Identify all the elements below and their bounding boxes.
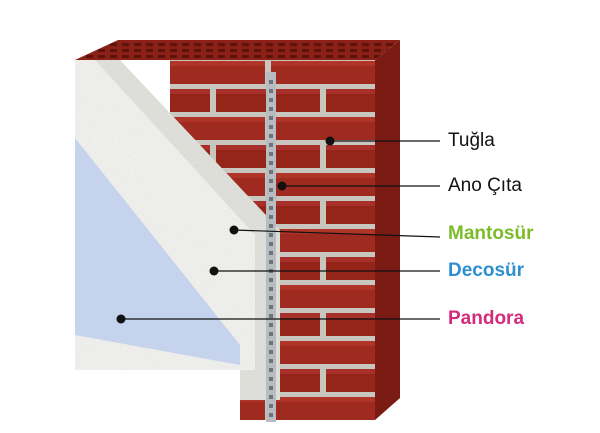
profile-hole	[269, 179, 273, 183]
profile-hole	[269, 287, 273, 291]
ano-cita-profile	[266, 72, 276, 422]
profile-hole	[269, 161, 273, 165]
profile-hole	[269, 170, 273, 174]
profile-hole	[269, 242, 273, 246]
leader-line-mantosur	[233, 229, 441, 238]
profile-hole	[269, 314, 273, 318]
profile-hole	[269, 197, 273, 201]
leader-lines	[121, 140, 441, 320]
profile-hole	[269, 323, 273, 327]
profile-hole	[269, 341, 273, 345]
profile-hole	[269, 377, 273, 381]
profile-hole	[269, 152, 273, 156]
profile-hole	[269, 98, 273, 102]
profile-hole	[269, 107, 273, 111]
label-ano-cita: Ano Çıta	[448, 175, 522, 196]
profile-hole	[269, 413, 273, 417]
profile-hole	[269, 386, 273, 390]
profile-hole	[269, 305, 273, 309]
profile-hole	[269, 206, 273, 210]
profile-hole	[269, 296, 273, 300]
profile-hole	[269, 260, 273, 264]
profile-hole	[269, 80, 273, 84]
profile-hole	[269, 143, 273, 147]
profile-hole	[269, 278, 273, 282]
profile-hole	[269, 116, 273, 120]
leader-dot-ano-cita	[277, 181, 287, 191]
profile-hole	[269, 224, 273, 228]
label-tugla: Tuğla	[448, 130, 495, 151]
profile-hole	[269, 89, 273, 93]
profile-hole	[269, 233, 273, 237]
brick-wall-side	[375, 40, 400, 420]
profile-hole	[269, 215, 273, 219]
pandora-layer	[75, 138, 240, 365]
ano-cita-holes	[269, 80, 273, 417]
profile-hole	[269, 350, 273, 354]
brick-wall-top	[75, 40, 400, 60]
profile-hole	[269, 368, 273, 372]
profile-hole	[269, 251, 273, 255]
label-pandora: Pandora	[448, 308, 525, 329]
profile-hole	[269, 359, 273, 363]
label-decosur: Decosür	[448, 260, 525, 281]
label-mantosur: Mantosür	[448, 223, 534, 244]
profile-hole	[269, 188, 273, 192]
profile-hole	[269, 332, 273, 336]
leader-dot-mantosur	[229, 225, 239, 235]
leader-dot-pandora	[116, 314, 126, 324]
leader-dot-decosur	[209, 266, 219, 276]
profile-hole	[269, 134, 273, 138]
leader-dots	[116, 136, 335, 324]
leader-dot-tugla	[325, 136, 335, 146]
profile-hole	[269, 395, 273, 399]
profile-hole	[269, 125, 273, 129]
profile-hole	[269, 404, 273, 408]
